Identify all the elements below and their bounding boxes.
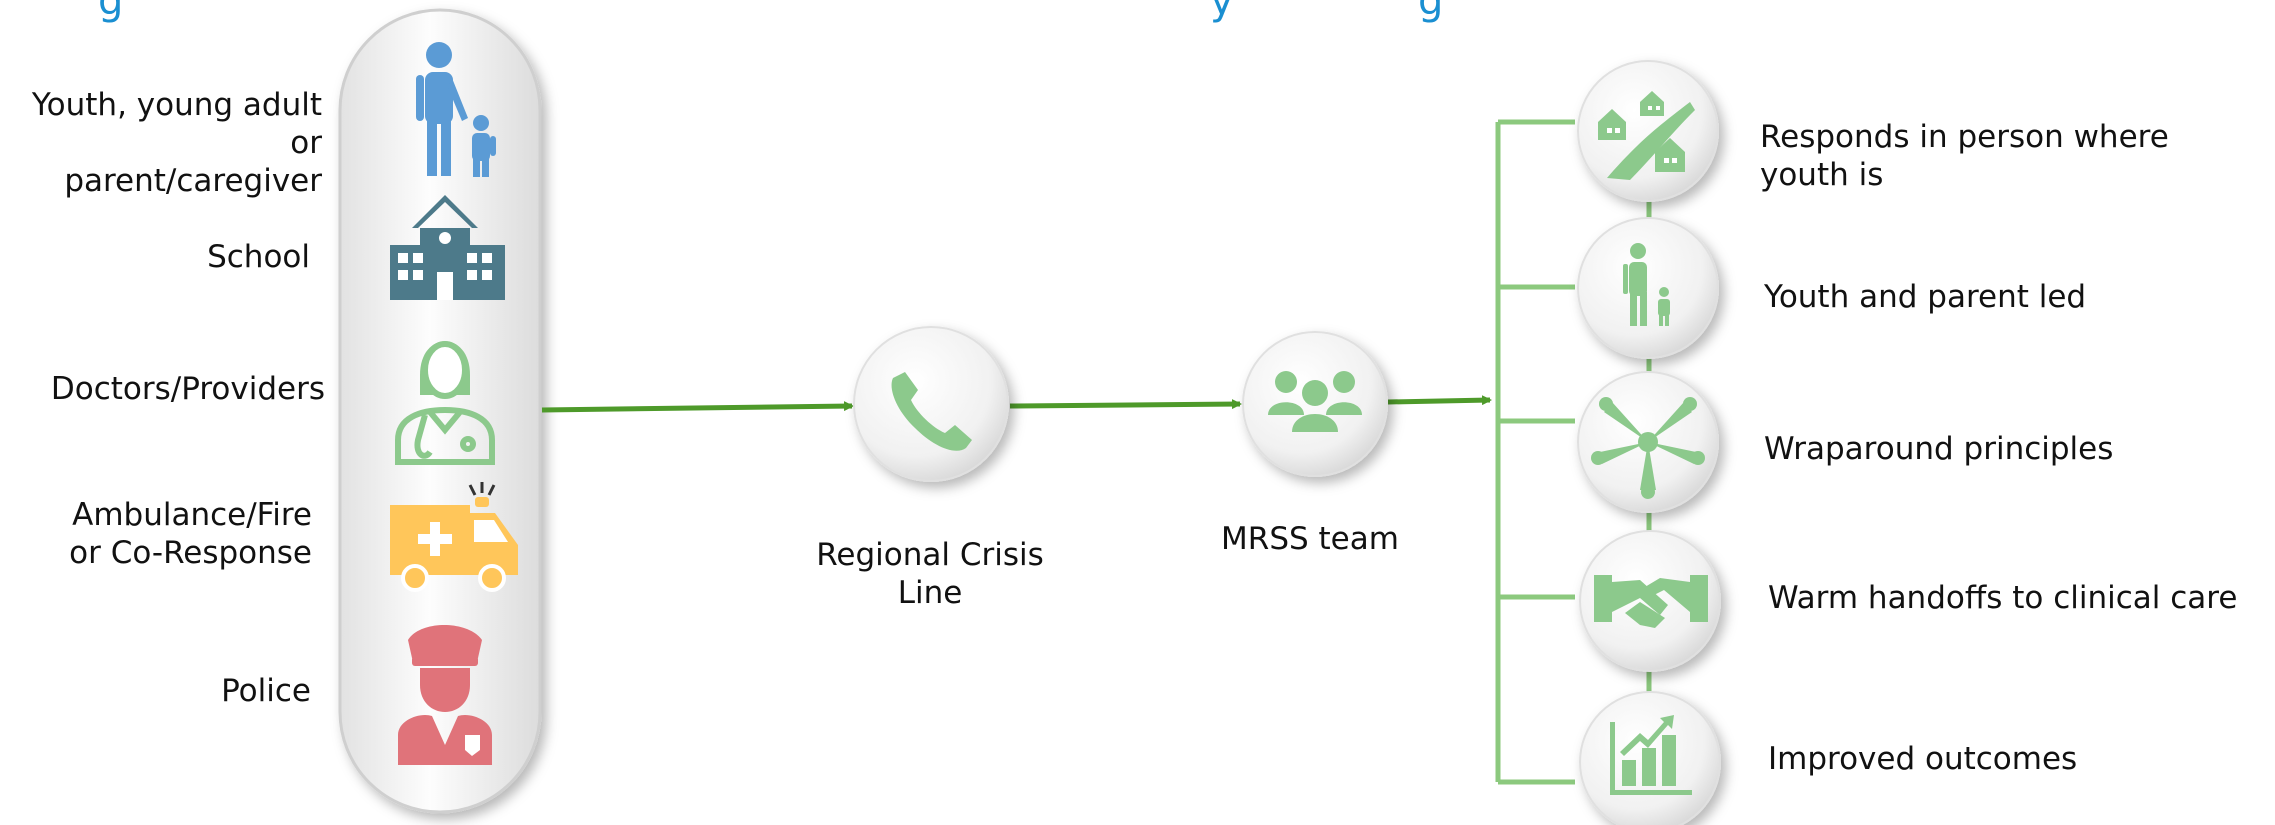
arrow-to-crisis-line — [541, 401, 854, 413]
crisis-line-node — [853, 326, 1009, 482]
doctor-icon — [395, 341, 495, 465]
referral-source-label-school: School — [207, 239, 310, 275]
outcome-label-1: Responds in person where youth is — [1760, 119, 2169, 193]
outcome-node-2 — [1577, 217, 1719, 359]
outcome-label-4: Warm handoffs to clinical care — [1768, 580, 2238, 616]
outcome-node-3 — [1577, 371, 1719, 513]
title-fragment-middle: y — [1210, 0, 1234, 24]
homes-road-icon — [1598, 91, 1695, 180]
growth-chart-icon — [1610, 715, 1692, 795]
ambulance-icon — [390, 482, 518, 592]
outcome-node-1 — [1577, 60, 1719, 202]
arrow-to-mrss-team — [1009, 399, 1242, 410]
joined-hands-icon — [1591, 397, 1705, 499]
arrow-to-outcomes — [1387, 395, 1492, 406]
phone-icon — [891, 372, 972, 451]
outcome-label-2: Youth and parent led — [1764, 279, 2087, 315]
referral-source-label-doctors: Doctors/Providers — [50, 371, 325, 407]
referral-source-label-ambulance: Ambulance/Fire or Co-Response — [69, 497, 312, 571]
outcome-label-5: Improved outcomes — [1768, 741, 2078, 777]
outcome-node-5 — [1579, 691, 1721, 825]
mrss-team-label: MRSS team — [1221, 521, 1399, 557]
police-officer-icon — [398, 625, 492, 765]
school-building-icon — [390, 195, 505, 300]
referral-source-label-police: Police — [221, 673, 311, 709]
adult-with-child-icon — [1623, 243, 1670, 326]
mrss-team-node — [1242, 331, 1388, 477]
referral-source-label-youth: Youth, young adult or parent/caregiver — [31, 87, 322, 199]
team-icon — [1268, 371, 1362, 432]
adult-with-child-icon — [416, 42, 496, 177]
crisis-line-label: Regional Crisis Line — [816, 537, 1044, 611]
handshake-icon — [1594, 575, 1708, 628]
outcome-label-3: Wraparound principles — [1764, 431, 2114, 467]
outcome-node-4 — [1579, 530, 1721, 672]
